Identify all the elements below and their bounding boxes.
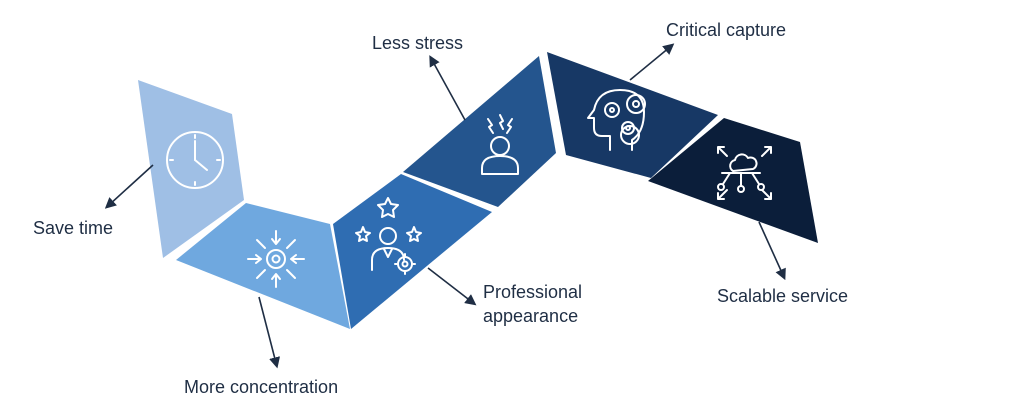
label-professional-line2: appearance bbox=[483, 306, 579, 326]
clock-icon bbox=[166, 131, 224, 189]
arrow-critical-capture bbox=[629, 43, 675, 81]
panel-less-stress bbox=[403, 56, 556, 207]
panel-professional-appearance bbox=[333, 174, 492, 329]
label-less-stress: Less stress bbox=[372, 33, 464, 53]
label-scalable-service: Scalable service bbox=[717, 286, 849, 306]
label-more-concentration: More concentration bbox=[184, 377, 339, 397]
arrow-professional-appearance bbox=[427, 267, 477, 306]
panel-more-concentration bbox=[176, 203, 350, 329]
arrow-less-stress bbox=[429, 55, 466, 121]
arrow-more-concentration bbox=[258, 296, 281, 369]
arrow-save-time bbox=[104, 164, 154, 209]
scalable-network-icon bbox=[717, 146, 772, 200]
panel-save-time bbox=[138, 80, 244, 258]
stressed-person-icon bbox=[481, 114, 519, 175]
panel-critical-capture bbox=[547, 52, 718, 178]
brain-gears-icon bbox=[587, 89, 646, 151]
arrow-scalable-service bbox=[758, 221, 786, 281]
label-professional-appearance: Professional appearance bbox=[483, 280, 582, 328]
panel-scalable-service bbox=[648, 118, 818, 243]
label-critical-capture: Critical capture bbox=[666, 20, 787, 40]
professional-person-icon bbox=[355, 197, 422, 275]
label-professional-line1: Professional bbox=[483, 282, 583, 302]
label-save-time: Save time bbox=[33, 218, 114, 238]
focus-target-icon bbox=[247, 230, 305, 288]
